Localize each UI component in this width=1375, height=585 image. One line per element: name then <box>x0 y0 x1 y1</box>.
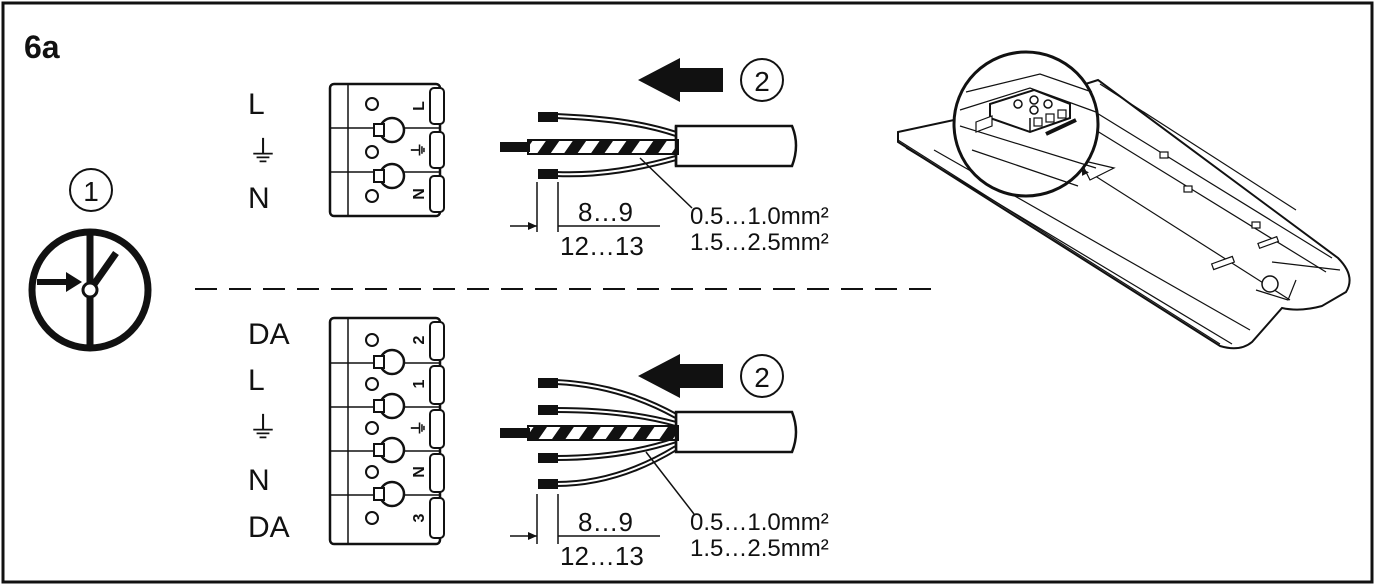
bottom-insert-arrow-icon: 2 <box>638 354 784 398</box>
top-strip-length-dimension: 8…9 12…13 <box>510 182 660 261</box>
top-gauge-large: 1.5…2.5mm² <box>690 229 829 256</box>
top-strip-long: 12…13 <box>560 231 644 261</box>
bottom-cable <box>500 378 798 489</box>
top-insert-arrow-icon: 2 <box>638 58 784 102</box>
bottom-wire-gauge: 0.5…1.0mm² 1.5…2.5mm² <box>645 451 829 562</box>
power-switch-off-icon: 1 <box>28 168 152 352</box>
top-label-ground: ⏚ <box>248 136 278 169</box>
top-gauge-small: 0.5…1.0mm² <box>690 203 829 230</box>
top-insert-step-number: 2 <box>754 66 770 97</box>
bottom-mark-3: ⏚ <box>410 420 428 436</box>
top-label-n: N <box>248 182 270 215</box>
top-mark-3: N <box>411 188 428 200</box>
top-wire-gauge: 0.5…1.0mm² 1.5…2.5mm² <box>639 157 829 256</box>
top-strip-short: 8…9 <box>578 197 633 227</box>
bottom-label-da-1: DA <box>248 318 290 351</box>
bottom-mark-5: 3 <box>411 513 428 522</box>
bottom-mark-2: 1 <box>411 379 428 388</box>
top-mark-1: L <box>411 101 428 111</box>
bottom-terminal-labels: DA L ⏚ N DA <box>248 318 290 544</box>
top-mark-2: ⏚ <box>410 142 428 158</box>
bottom-label-ground: ⏚ <box>248 412 278 445</box>
bottom-mark-4: N <box>411 466 428 478</box>
luminaire-housing-terminal-detail-icon: ▸ <box>897 50 1351 350</box>
top-cable <box>500 112 798 179</box>
bottom-gauge-large: 1.5…2.5mm² <box>690 535 829 562</box>
bottom-label-n: N <box>248 464 270 497</box>
bottom-label-l: L <box>248 364 265 397</box>
bottom-strip-long: 12…13 <box>560 541 644 571</box>
bottom-insert-step-number: 2 <box>754 362 770 393</box>
switch-step-number: 1 <box>83 176 99 207</box>
housing-arrow-mark-icon: ▸ <box>1082 163 1089 179</box>
bottom-terminal-block: 2 1 ⏚ N 3 <box>328 316 445 546</box>
bottom-strip-length-dimension: 8…9 12…13 <box>510 494 660 571</box>
top-label-l: L <box>248 88 265 121</box>
bottom-strip-short: 8…9 <box>578 507 633 537</box>
top-terminal-labels: L ⏚ N <box>248 88 278 215</box>
step-label: 6a <box>24 29 60 65</box>
top-terminal-block: L ⏚ N <box>328 82 445 218</box>
bottom-gauge-small: 0.5…1.0mm² <box>690 509 829 536</box>
bottom-mark-1: 2 <box>411 335 428 344</box>
bottom-label-da-2: DA <box>248 511 290 544</box>
